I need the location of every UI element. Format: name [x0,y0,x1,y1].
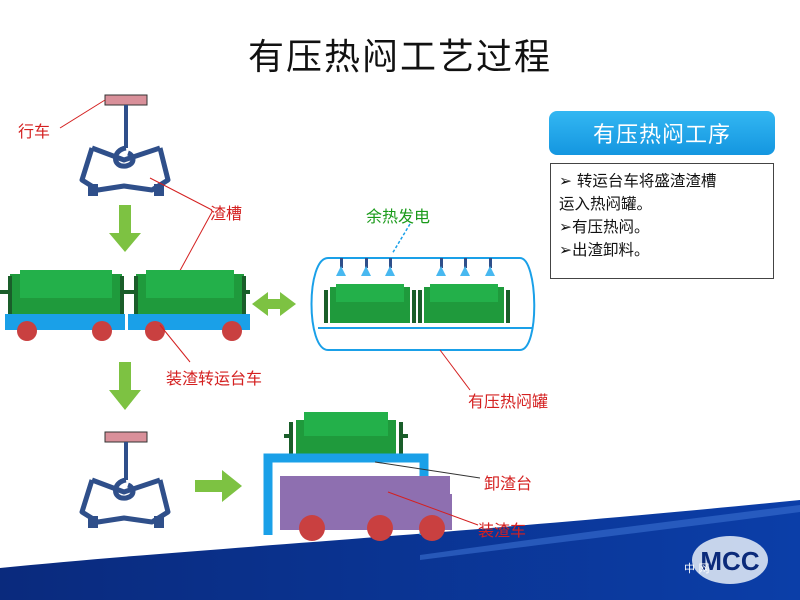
label-unload-platform: 卸渣台 [484,474,533,493]
crane-leader [59,99,106,129]
arrow-right [195,470,242,502]
spray-nozzles [340,258,492,268]
label-waste-heat: 余热发电 [366,207,431,226]
label-slag-tank: 渣槽 [210,204,243,223]
truck-wheel [419,515,445,541]
footer-text: 中 网 [684,562,710,575]
label-crane: 行车 [18,122,51,141]
label-slag-truck: 装渣车 [478,521,527,540]
panel-line-2: 运入热闷罐。 [559,195,653,213]
slag-tank-leader-1 [149,177,213,211]
panel-header: 有压热闷工序 [549,111,775,155]
slag-truck-leader [387,491,479,526]
truck-wheel [367,515,393,541]
label-transfer-car: 装渣转运台车 [166,369,263,388]
waste-heat-leader [391,223,411,255]
label-tank: 有压热闷罐 [468,392,549,411]
arrow-down-2 [109,362,141,410]
crane-bottom [79,431,171,528]
panel-line-4: ➢出渣卸料。 [559,241,650,259]
truck-wheel [299,515,325,541]
tank-slag-left [324,284,416,323]
unload-platform-leader [374,461,481,479]
panel-line-1: ➢ 转运台车将盛渣渣槽 [559,172,717,190]
spray-mist [336,266,495,276]
double-arrow [252,292,296,316]
transfer-car-leader [159,324,191,363]
tank-slag-right [418,284,510,323]
panel-body: ➢ 转运台车将盛渣渣槽 运入热闷罐。 ➢有压热闷。 ➢出渣卸料。 [550,163,774,279]
mcc-logo-text: MCC [700,546,759,576]
unload-slag-tank [284,412,408,456]
transfer-car-right [128,270,250,341]
mcc-logo: MCC [692,536,768,584]
transfer-car-left [0,270,130,341]
page-title: 有压热闷工艺过程 [247,37,552,78]
panel-line-3: ➢有压热闷。 [559,218,650,236]
tank-leader [439,349,471,391]
footer-wave [0,500,800,600]
footer-highlight [420,505,800,560]
crane-top [79,94,171,196]
unloading-station [263,412,452,541]
arrow-down-1 [109,205,141,252]
pressure-tank [310,257,536,351]
